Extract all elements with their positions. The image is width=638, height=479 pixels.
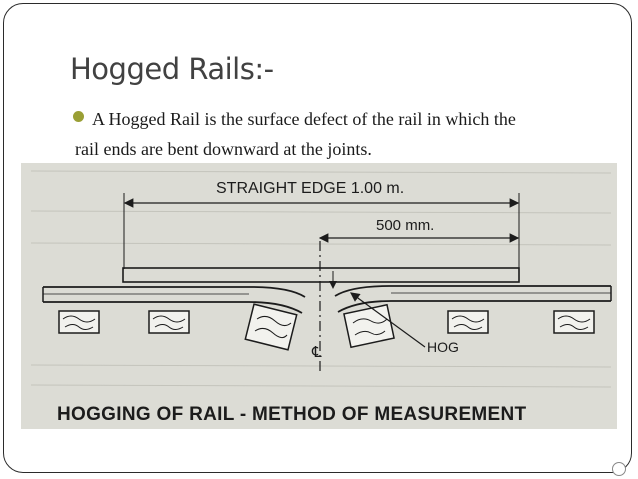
hog-leader-line	[350, 292, 426, 348]
slide-corner-mark	[612, 462, 626, 476]
sleeper-6	[553, 310, 595, 334]
straight-edge-label: STRAIGHT EDGE 1.00 m.	[216, 180, 405, 197]
scan-texture	[30, 170, 612, 388]
straight-edge-bar	[122, 267, 520, 283]
right-rail-top	[334, 285, 611, 297]
bullet-line-1: A Hogged Rail is the surface defect of t…	[92, 109, 516, 129]
hog-label: HOG	[427, 339, 459, 355]
hogging-diagram: STRAIGHT EDGE 1.00 m. 500 mm. HOG ℄ HOGG…	[21, 163, 617, 429]
sleeper-4	[343, 303, 395, 349]
sleeper-2	[148, 310, 190, 334]
hogging-diagram-drawing	[30, 170, 612, 388]
sleeper-3	[244, 303, 298, 351]
bullet-line-2: rail ends are bent downward at the joint…	[75, 139, 372, 159]
figure-caption: HOGGING OF RAIL - METHOD OF MEASUREMENT	[57, 404, 527, 425]
sleeper-1	[58, 310, 100, 334]
left-rail-bottom	[43, 301, 303, 314]
slide-title: Hogged Rails:-	[70, 52, 274, 86]
bullet-text: A Hogged Rail is the surface defect of t…	[75, 104, 592, 164]
bullet-dot	[73, 111, 84, 122]
half-length-label: 500 mm.	[376, 217, 435, 234]
left-rail-top	[43, 286, 306, 298]
centerline-label: ℄	[312, 344, 322, 361]
sleeper-5	[447, 310, 489, 334]
sleepers	[58, 303, 595, 351]
